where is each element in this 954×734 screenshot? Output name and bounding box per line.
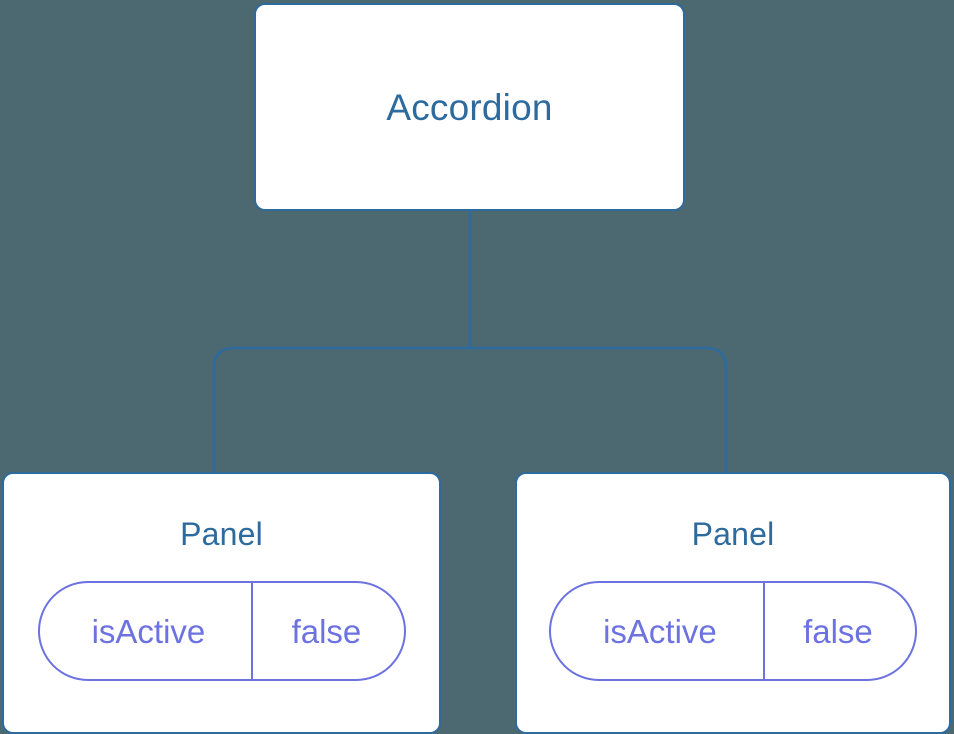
node-panel-right[interactable]: Panel isActive false: [515, 472, 951, 734]
state-key-isactive: isActive: [603, 612, 717, 650]
state-pill-panel-left[interactable]: isActive false: [37, 581, 406, 681]
state-key-isactive: isActive: [91, 612, 206, 650]
node-panel-left[interactable]: Panel isActive false: [2, 472, 441, 734]
state-value-isactive: false: [251, 583, 403, 679]
node-panel-left-label: Panel: [180, 516, 263, 552]
node-accordion[interactable]: Accordion: [254, 3, 685, 211]
edge-to-panel-left: [212, 346, 470, 474]
node-panel-right-label: Panel: [691, 516, 775, 552]
state-pill-panel-right[interactable]: isActive false: [549, 581, 917, 681]
state-value-isactive: false: [762, 583, 915, 679]
edge-to-panel-right: [470, 346, 728, 474]
node-accordion-label: Accordion: [386, 86, 553, 128]
